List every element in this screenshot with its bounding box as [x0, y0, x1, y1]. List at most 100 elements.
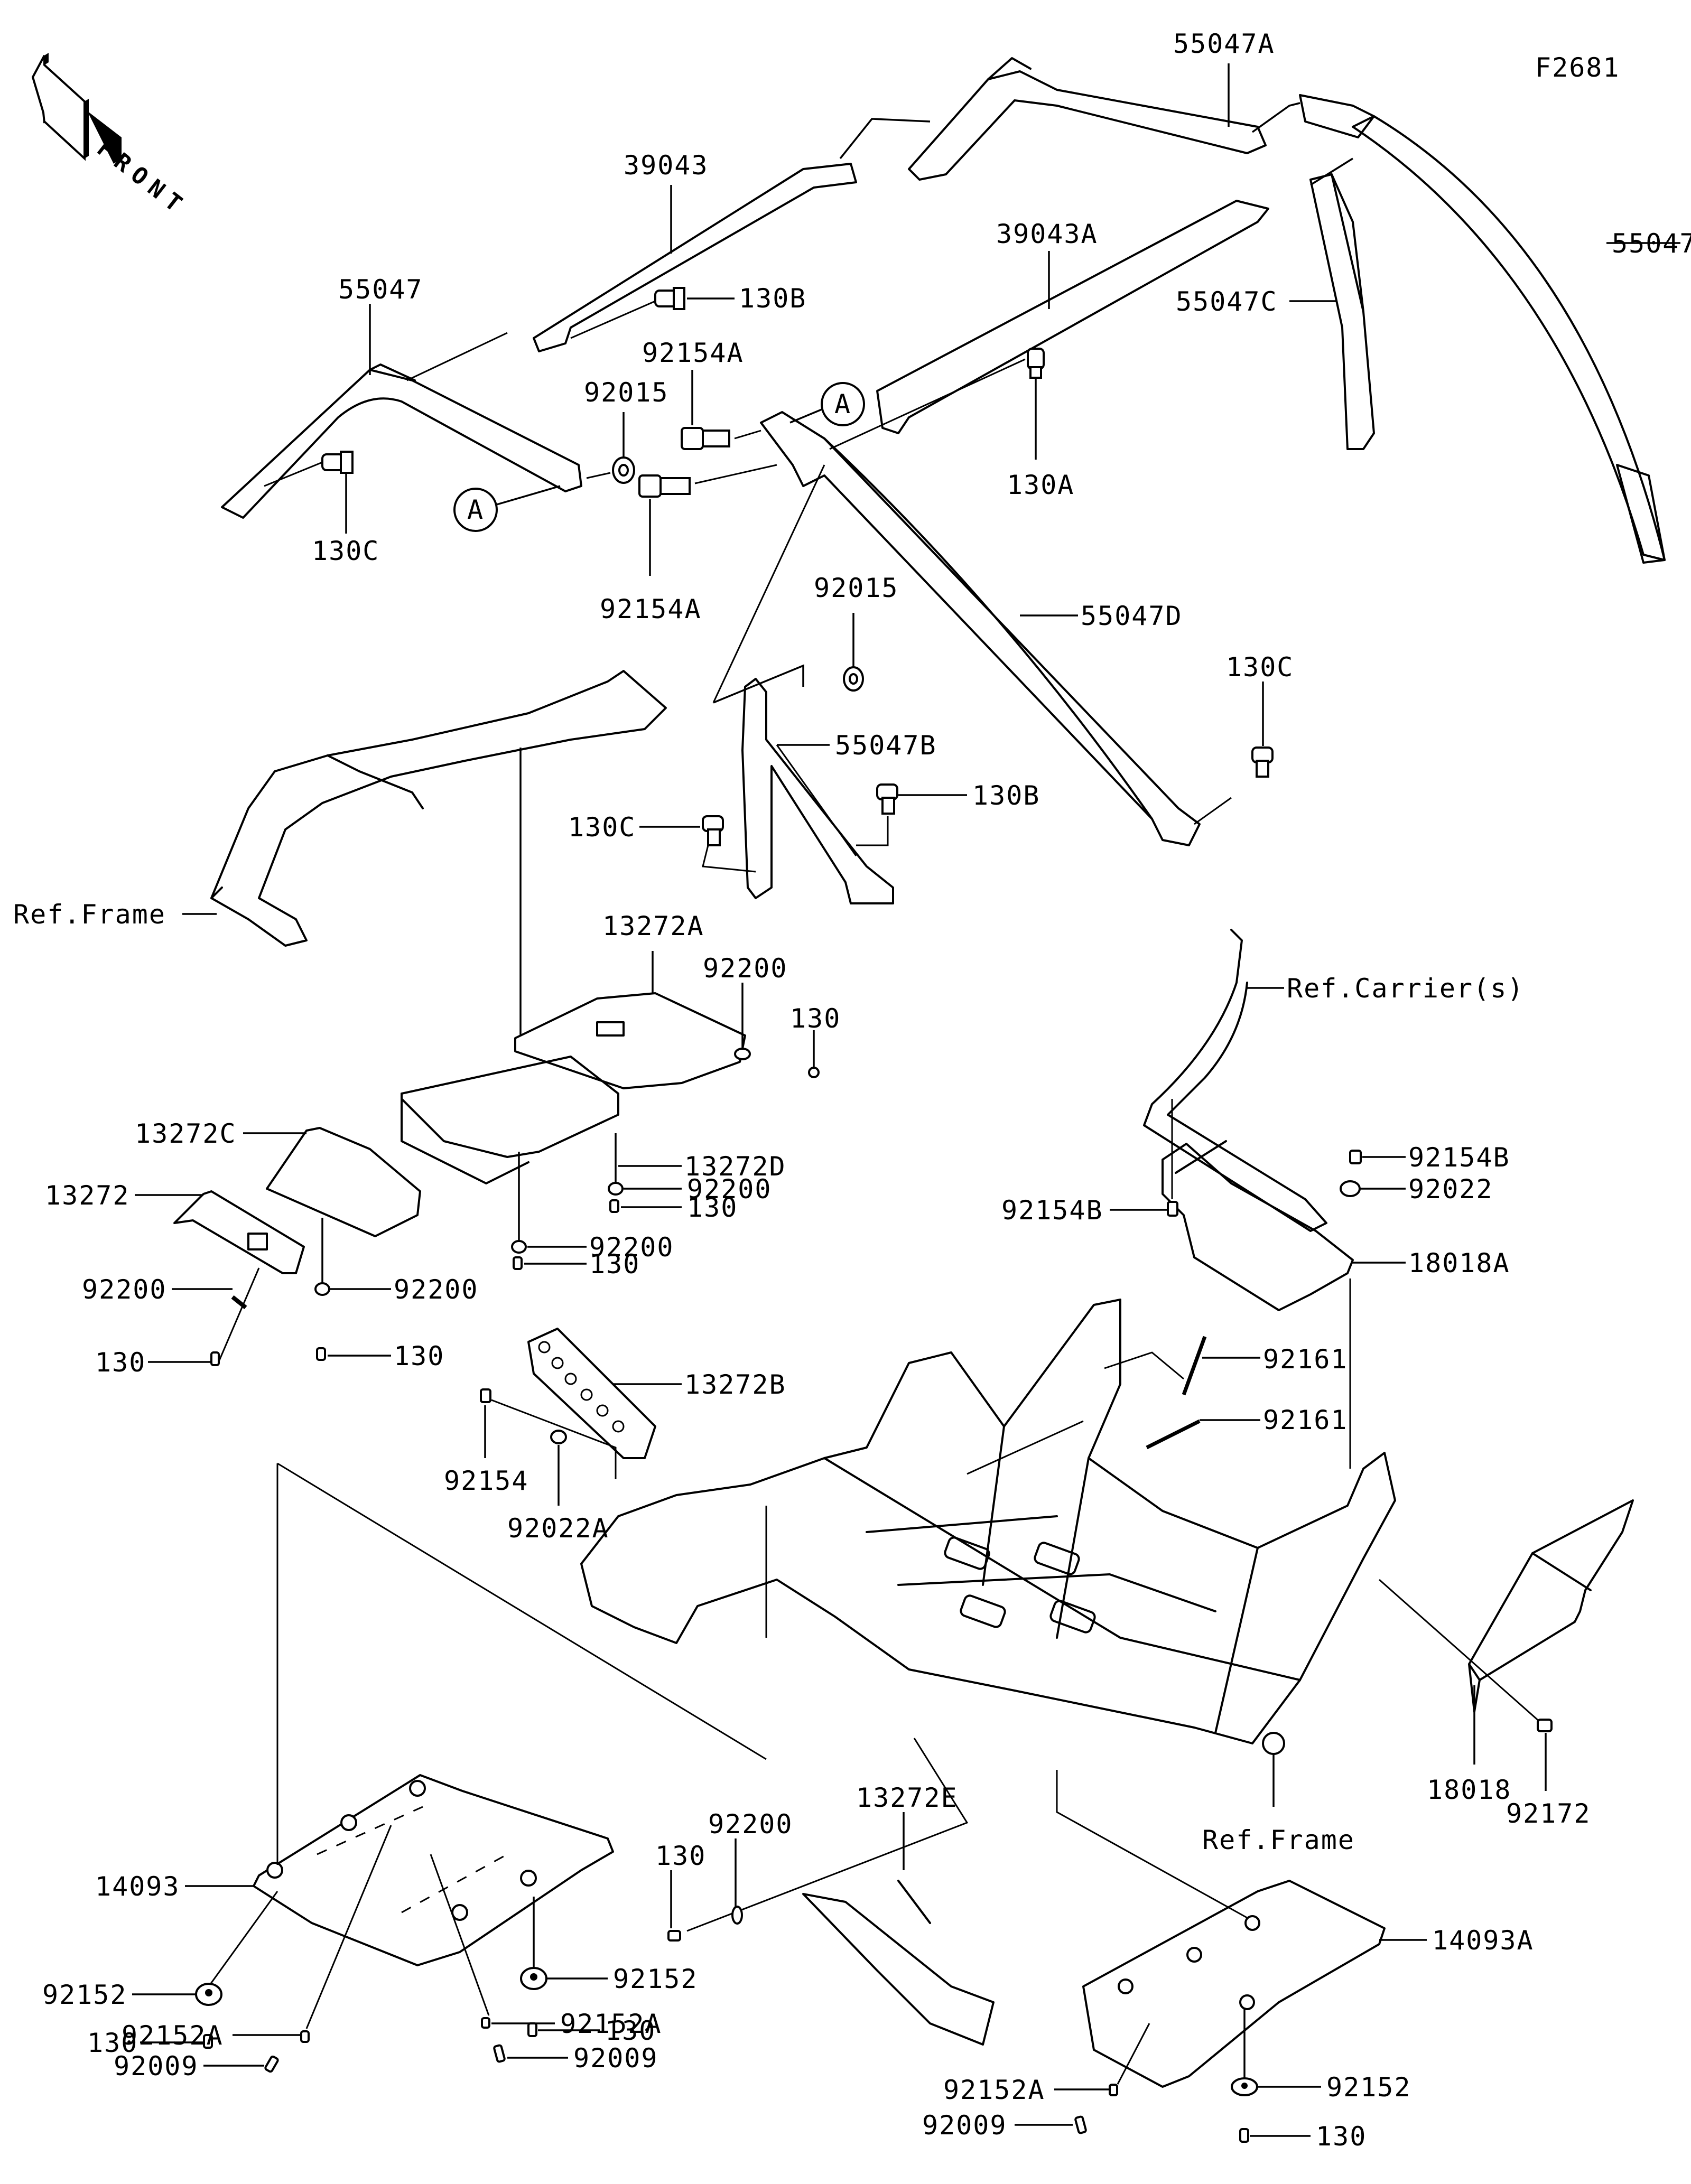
- part-92152-grommet-b[interactable]: [520, 1967, 547, 1990]
- label-18018A[interactable]: 18018A: [1408, 1248, 1510, 1278]
- label-92015-top[interactable]: 92015: [584, 377, 669, 408]
- part-39043[interactable]: [533, 163, 857, 352]
- label-130B-top[interactable]: 130B: [739, 283, 806, 314]
- label-130-h[interactable]: 130: [605, 2015, 656, 2046]
- part-92152A-clip-a[interactable]: [300, 2030, 310, 2043]
- part-13272E[interactable]: [802, 1880, 995, 2046]
- label-130-i[interactable]: 130: [1316, 2121, 1367, 2152]
- part-92009-rivet-a[interactable]: [264, 2055, 279, 2073]
- label-13272A[interactable]: 13272A: [602, 911, 704, 941]
- part-55047D[interactable]: [760, 411, 1201, 846]
- part-13272C[interactable]: [266, 1127, 421, 1237]
- part-130B-bolt[interactable]: [654, 287, 685, 310]
- part-92154B-bolt-right[interactable]: [1349, 1150, 1362, 1164]
- label-13272[interactable]: 13272: [45, 1180, 130, 1211]
- label-92172[interactable]: 92172: [1506, 1798, 1591, 1829]
- label-39043A[interactable]: 39043A: [996, 219, 1098, 249]
- part-92015-washer-mid[interactable]: [843, 666, 864, 692]
- part-130-bolt-f[interactable]: [667, 1930, 681, 1942]
- part-55047C[interactable]: [1309, 173, 1375, 450]
- part-13272B[interactable]: [527, 1328, 656, 1459]
- part-92154-bolt[interactable]: [480, 1388, 491, 1403]
- part-130C-bolt-right[interactable]: [1251, 746, 1274, 778]
- label-92161-b[interactable]: 92161: [1263, 1405, 1348, 1435]
- label-130C-right[interactable]: 130C: [1226, 652, 1294, 683]
- part-14093A[interactable]: [1082, 1880, 1386, 2088]
- label-55047D[interactable]: 55047D: [1081, 601, 1183, 631]
- label-13272C[interactable]: 13272C: [135, 1118, 237, 1149]
- label-92009-a[interactable]: 92009: [114, 2051, 199, 2082]
- label-92200-d[interactable]: 92200: [82, 1274, 167, 1305]
- part-92200-washer-b[interactable]: [608, 1182, 624, 1196]
- label-130-a[interactable]: 130: [790, 1003, 841, 1034]
- label-130-g[interactable]: 130: [87, 2028, 138, 2058]
- part-55047E[interactable]: [1299, 94, 1666, 564]
- part-92154B-bolt-left[interactable]: [1167, 1201, 1178, 1217]
- label-130B-mid[interactable]: 130B: [972, 780, 1040, 811]
- part-92009-rivet-b[interactable]: [493, 2044, 506, 2063]
- label-92152-b[interactable]: 92152: [613, 1964, 698, 1994]
- label-92152A-b[interactable]: 92152A: [560, 2009, 662, 2039]
- part-14093[interactable]: [253, 1774, 614, 1966]
- label-130-f[interactable]: 130: [655, 1841, 706, 1871]
- part-92154A-bolt-top[interactable]: [681, 427, 730, 450]
- part-55047B[interactable]: [741, 678, 894, 904]
- part-130-bolt-g[interactable]: [203, 2034, 213, 2049]
- label-130C-mid[interactable]: 130C: [568, 812, 636, 843]
- label-55047E[interactable]: 55047E: [1612, 228, 1691, 259]
- label-39043[interactable]: 39043: [624, 150, 709, 181]
- part-130-bolt-h[interactable]: [527, 2022, 537, 2037]
- part-13272D[interactable]: [401, 1056, 619, 1184]
- part-92009-rivet-c[interactable]: [1074, 2115, 1087, 2134]
- label-92154B-right[interactable]: 92154B: [1408, 1142, 1510, 1173]
- label-ref-carrier[interactable]: Ref.Carrier(s): [1287, 973, 1524, 1004]
- label-130-c[interactable]: 130: [589, 1249, 640, 1280]
- part-92152A-clip-c[interactable]: [1109, 2084, 1118, 2096]
- part-13272[interactable]: [173, 1190, 305, 1274]
- part-55047A[interactable]: [908, 57, 1267, 181]
- part-130-bolt-a[interactable]: [808, 1067, 820, 1078]
- label-13272E[interactable]: 13272E: [856, 1782, 958, 1813]
- part-130-bolt-i[interactable]: [1239, 2128, 1249, 2143]
- label-92200-e[interactable]: 92200: [394, 1274, 479, 1305]
- label-130-d[interactable]: 130: [95, 1347, 146, 1378]
- label-130-e[interactable]: 130: [394, 1341, 444, 1371]
- ref-frame-front-section[interactable]: [210, 670, 667, 947]
- part-13272A[interactable]: [514, 992, 746, 1089]
- part-130-bolt-b[interactable]: [609, 1199, 619, 1213]
- label-13272D[interactable]: 13272D: [684, 1151, 786, 1182]
- label-92200-b[interactable]: 92200: [687, 1174, 772, 1205]
- part-92200-washer-e[interactable]: [314, 1282, 330, 1296]
- label-92200-c[interactable]: 92200: [589, 1232, 674, 1263]
- part-92161-strip-b[interactable]: [1146, 1419, 1201, 1450]
- label-14093A[interactable]: 14093A: [1432, 1925, 1534, 1956]
- label-92009-b[interactable]: 92009: [573, 2043, 658, 2074]
- label-55047A[interactable]: 55047A: [1173, 29, 1275, 59]
- label-92161-a[interactable]: 92161: [1263, 1344, 1348, 1375]
- part-92152-grommet-c[interactable]: [1231, 2077, 1258, 2096]
- label-13272B[interactable]: 13272B: [684, 1369, 786, 1400]
- label-92022[interactable]: 92022: [1408, 1174, 1493, 1205]
- label-ref-frame-left[interactable]: Ref.Frame: [13, 899, 166, 930]
- part-39043A[interactable]: [876, 200, 1269, 434]
- part-92015-washer-top[interactable]: [612, 456, 635, 484]
- label-130A[interactable]: 130A: [1007, 470, 1074, 500]
- part-55047[interactable]: [221, 363, 582, 519]
- label-55047[interactable]: 55047: [338, 274, 423, 305]
- part-130-bolt-c[interactable]: [513, 1256, 523, 1270]
- part-92152A-clip-b[interactable]: [481, 2017, 490, 2029]
- part-92200-washer-a[interactable]: [734, 1048, 751, 1060]
- label-130C-left[interactable]: 130C: [312, 536, 379, 566]
- label-92152-a[interactable]: 92152: [42, 1980, 127, 2010]
- part-130-bolt-e[interactable]: [316, 1347, 326, 1361]
- part-92022-grommet[interactable]: [1340, 1180, 1361, 1197]
- label-92152A-c[interactable]: 92152A: [943, 2075, 1045, 2105]
- part-92172-screw[interactable]: [1537, 1719, 1553, 1732]
- label-92200-a[interactable]: 92200: [703, 953, 788, 984]
- part-130C-bolt-left[interactable]: [321, 451, 354, 474]
- label-92154[interactable]: 92154: [444, 1466, 529, 1496]
- label-55047C[interactable]: 55047C: [1176, 286, 1278, 317]
- callout-a-right[interactable]: A: [821, 382, 865, 426]
- part-18018A[interactable]: [1162, 1143, 1354, 1311]
- part-92161-strip-a[interactable]: [1182, 1336, 1207, 1396]
